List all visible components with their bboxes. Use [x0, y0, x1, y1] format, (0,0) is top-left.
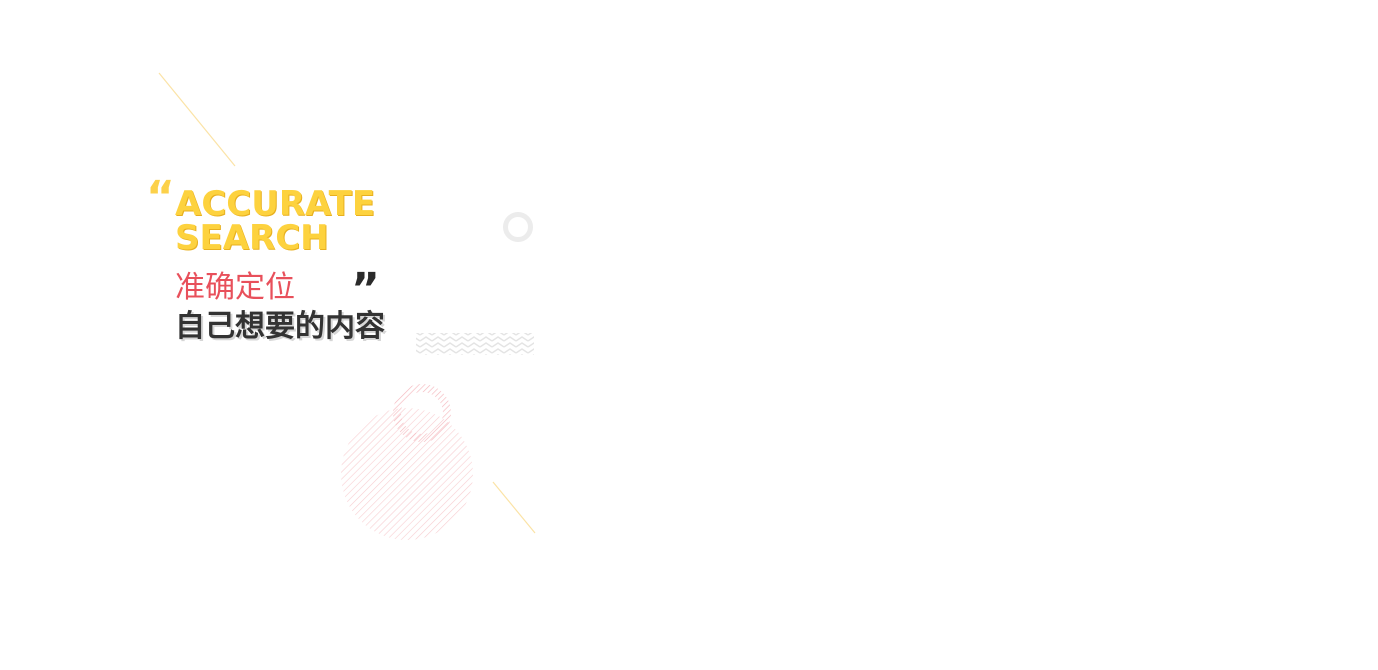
quote-open-icon: “ [146, 172, 175, 223]
chinese-subtitle: 准确定位 [175, 270, 295, 305]
striped-circle-icon [341, 408, 473, 540]
diagonal-line-top-icon [158, 72, 236, 167]
english-title-line2: SEARCH [175, 218, 329, 258]
english-title: ACCURATE SEARCH [175, 187, 375, 255]
ring-pink-icon [393, 384, 451, 442]
zigzag-pattern-icon [416, 333, 534, 355]
english-title-line1: ACCURATE [175, 184, 376, 224]
quote-close-icon: ” [351, 264, 380, 315]
diagonal-line-bottom-icon [492, 481, 536, 534]
chinese-heading: 自己想要的内容 [175, 309, 385, 344]
ring-gray-icon [503, 212, 533, 242]
